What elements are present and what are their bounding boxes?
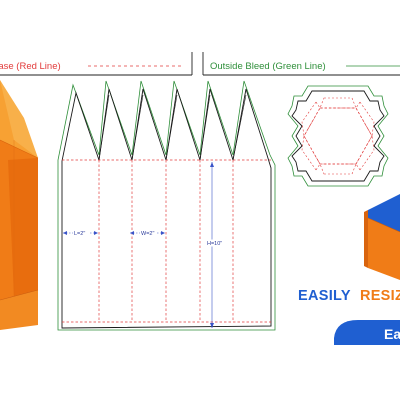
legend-bleed-label: Outside Bleed (Green Line): [210, 61, 326, 72]
bleed-outline: [57, 80, 276, 331]
height-label: H=10": [207, 241, 222, 247]
banner-word-easily: EASILY: [298, 288, 351, 304]
length-label: L=2": [74, 231, 85, 237]
hex-inner-fold: [303, 107, 373, 165]
panel-fold-lines: [98, 160, 234, 322]
dimension-height: H=10": [205, 162, 225, 328]
legend-base-label: Base (Red Line): [0, 61, 61, 72]
hexagon-dieline: [287, 85, 389, 187]
cut-outline: [61, 88, 272, 329]
svg-text:EASILY RESIZAB: EASILY RESIZAB: [298, 288, 400, 304]
crystal-box-mockup: [0, 80, 39, 330]
box-mockup-right: [364, 194, 400, 280]
dimension-length: L=2": [63, 229, 98, 237]
legend-box-right: Outside Bleed (Green Line): [202, 52, 400, 76]
resizable-banner: EASILY RESIZAB: [298, 288, 400, 304]
flap-inner-lines: [98, 94, 247, 161]
legend-box-left: Base (Red Line): [0, 52, 193, 76]
hex-cut-outline: [291, 90, 385, 182]
pill-label: Ea: [384, 326, 400, 342]
hex-bleed-outline: [287, 85, 389, 187]
width-label: W=2": [141, 231, 154, 237]
main-dieline: L=2" W=2" H=10": [57, 80, 276, 331]
dimension-width: W=2": [130, 229, 165, 237]
banner-word-resizable: RESIZAB: [360, 288, 400, 304]
blue-pill-badge: Ea: [334, 320, 400, 345]
